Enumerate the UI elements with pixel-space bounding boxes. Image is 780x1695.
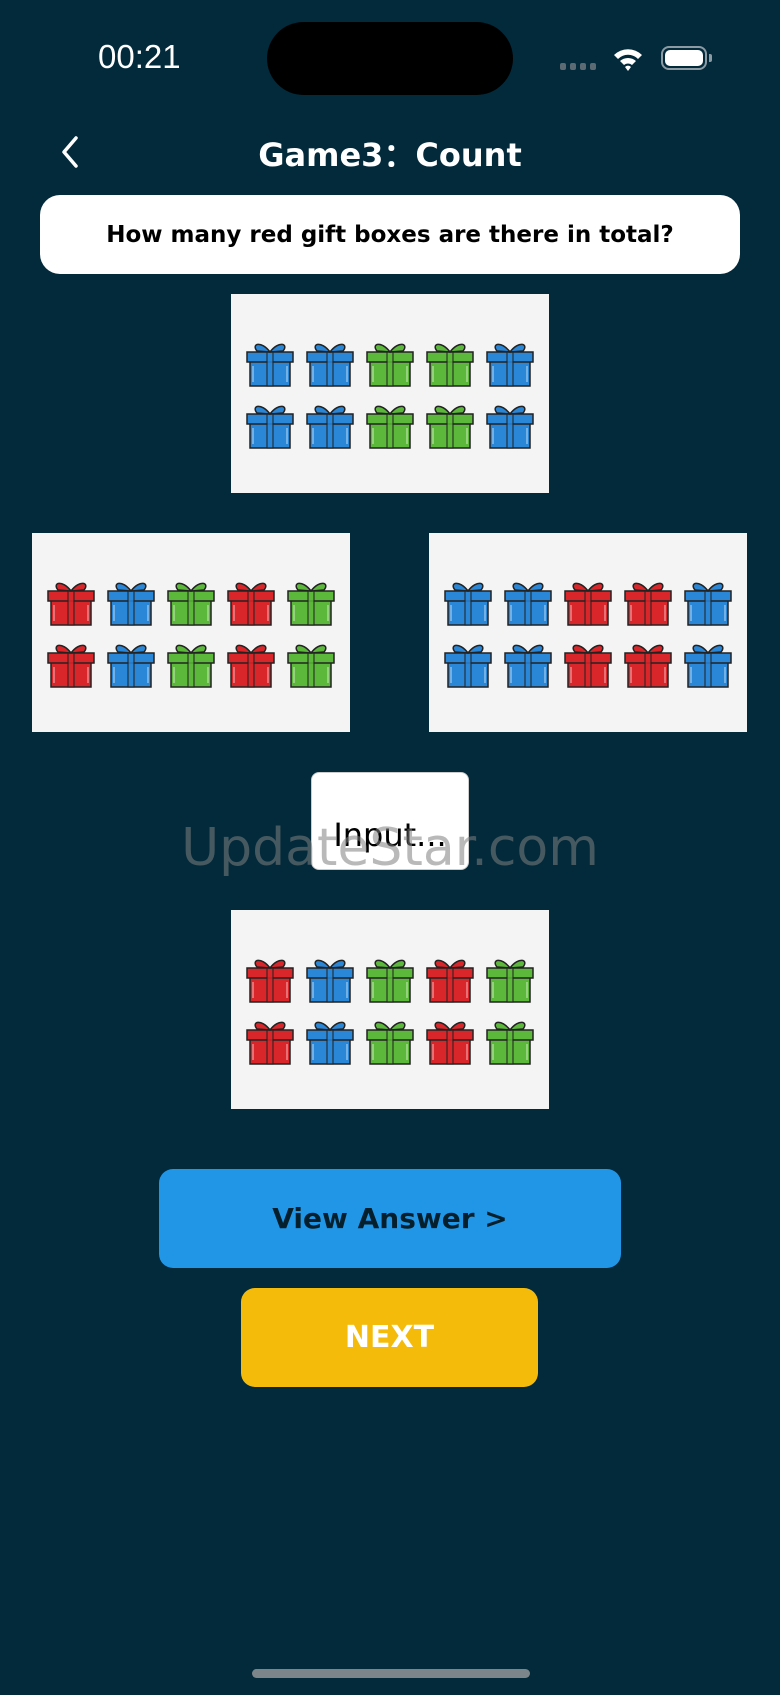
blue-gift-box-icon xyxy=(306,959,354,1003)
red-gift-box-icon xyxy=(227,582,275,626)
blue-gift-box-icon xyxy=(246,343,294,387)
gift-image-option-4[interactable] xyxy=(231,910,549,1109)
blue-gift-box-icon xyxy=(306,343,354,387)
gift-image-option-3[interactable] xyxy=(429,533,747,732)
red-gift-box-icon xyxy=(47,582,95,626)
green-gift-box-icon xyxy=(167,582,215,626)
wifi-icon xyxy=(614,49,642,71)
green-gift-box-icon xyxy=(366,343,414,387)
question-card: How many red gift boxes are there in tot… xyxy=(40,195,740,274)
green-gift-box-icon xyxy=(426,343,474,387)
blue-gift-box-icon xyxy=(486,405,534,449)
home-indicator[interactable] xyxy=(252,1669,530,1678)
red-gift-box-icon xyxy=(246,959,294,1003)
blue-gift-box-icon xyxy=(306,405,354,449)
cellular-signal-icon xyxy=(560,63,596,70)
red-gift-box-icon xyxy=(564,644,612,688)
blue-gift-box-icon xyxy=(107,644,155,688)
blue-gift-box-icon xyxy=(684,582,732,626)
green-gift-box-icon xyxy=(366,405,414,449)
blue-gift-box-icon xyxy=(444,582,492,626)
battery-tip xyxy=(709,54,712,62)
green-gift-box-icon xyxy=(287,644,335,688)
green-gift-box-icon xyxy=(167,644,215,688)
blue-gift-box-icon xyxy=(684,644,732,688)
blue-gift-box-icon xyxy=(107,582,155,626)
red-gift-box-icon xyxy=(624,644,672,688)
green-gift-box-icon xyxy=(426,405,474,449)
blue-gift-box-icon xyxy=(504,582,552,626)
red-gift-box-icon xyxy=(426,959,474,1003)
green-gift-box-icon xyxy=(287,582,335,626)
blue-gift-box-icon xyxy=(246,405,294,449)
blue-gift-box-icon xyxy=(486,343,534,387)
next-button[interactable]: NEXT xyxy=(241,1288,538,1387)
blue-gift-box-icon xyxy=(444,644,492,688)
green-gift-box-icon xyxy=(366,1021,414,1065)
red-gift-box-icon xyxy=(426,1021,474,1065)
blue-gift-box-icon xyxy=(306,1021,354,1065)
page-title: Game3：Count xyxy=(258,136,522,174)
gift-image-option-2[interactable] xyxy=(32,533,350,732)
gift-image-option-1[interactable] xyxy=(231,294,549,493)
dynamic-island xyxy=(267,22,513,95)
red-gift-box-icon xyxy=(246,1021,294,1065)
answer-input[interactable] xyxy=(311,772,469,870)
red-gift-box-icon xyxy=(47,644,95,688)
red-gift-box-icon xyxy=(227,644,275,688)
view-answer-button[interactable]: View Answer > xyxy=(159,1169,621,1268)
green-gift-box-icon xyxy=(486,959,534,1003)
blue-gift-box-icon xyxy=(504,644,552,688)
green-gift-box-icon xyxy=(486,1021,534,1065)
red-gift-box-icon xyxy=(624,582,672,626)
red-gift-box-icon xyxy=(564,582,612,626)
battery-icon xyxy=(661,46,707,70)
back-chevron-icon[interactable] xyxy=(56,132,86,172)
status-time: 00:21 xyxy=(98,38,181,75)
green-gift-box-icon xyxy=(366,959,414,1003)
